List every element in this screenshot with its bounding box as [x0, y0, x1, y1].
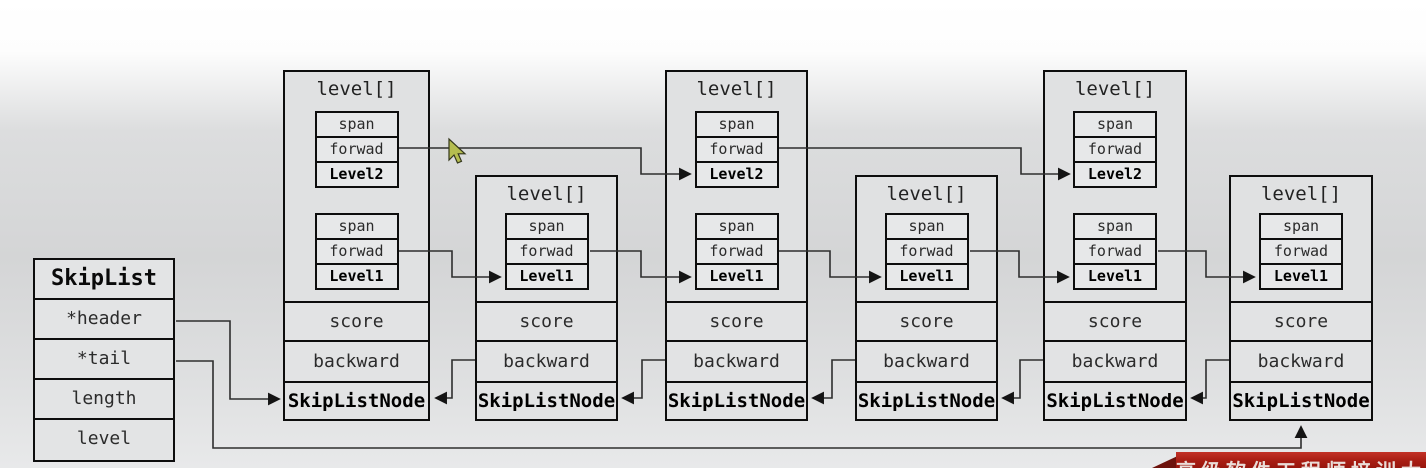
level1-label-cell: Level1 — [316, 263, 397, 288]
span-cell: span — [338, 115, 375, 133]
forward-cell: forwad — [316, 238, 397, 263]
skiplistnode-5: level[] span forwad Level2 span forwad L… — [1043, 70, 1187, 421]
backward-arrow-n4-n3 — [811, 359, 855, 405]
span-cell: span — [1096, 217, 1134, 235]
skiplistnode-1: level[] span forwad Level2 span forwad L… — [283, 70, 430, 421]
level1-label-cell: Level1 — [1261, 263, 1341, 288]
node-title: level[] — [316, 78, 397, 100]
level2-entry: span forwad Level2 — [694, 111, 779, 188]
backward-cell: backward — [477, 340, 616, 381]
node-type-label: SkipListNode — [857, 381, 996, 419]
forward-arrow-l2-n3-n5 — [779, 147, 1071, 181]
forward-cell: forwad — [696, 238, 777, 263]
score-cell: score — [667, 301, 806, 340]
span-cell: span — [908, 217, 945, 235]
backward-arrow-n5-n4 — [1001, 359, 1043, 405]
level1-entry: span forwad Level1 — [1259, 213, 1343, 290]
node-title: level[] — [506, 183, 587, 205]
forward-cell: forwad — [316, 136, 397, 161]
forward-cell: forwad — [1261, 238, 1341, 263]
forward-cell: forwad — [1075, 136, 1155, 161]
forward-cell: forwad — [506, 238, 587, 263]
forward-arrow-l2-n1-n3 — [399, 147, 692, 181]
backward-cell: backward — [857, 340, 996, 381]
span-cell: span — [338, 217, 375, 235]
level2-entry: span forwad Level2 — [1073, 111, 1157, 188]
node-title: level[] — [696, 78, 777, 100]
level2-label-cell: Level2 — [316, 161, 397, 186]
field-header-pointer: *header — [35, 300, 173, 340]
skiplist-title: SkipList — [35, 260, 173, 300]
forward-cell: forwad — [886, 238, 967, 263]
span-cell: span — [528, 217, 565, 235]
backward-cell: backward — [1231, 340, 1371, 381]
node-type-label: SkipListNode — [285, 381, 428, 419]
level1-entry: span forwad Level1 — [314, 213, 399, 290]
skiplistnode-3: level[] span forwad Level2 span forwad L… — [665, 70, 808, 421]
skiplist-struct-box: SkipList *header *tail length level — [33, 258, 175, 462]
skiplistnode-2: level[] span forwad Level1 score backwar… — [475, 175, 618, 421]
level2-entry: span forwad Level2 — [314, 111, 399, 188]
node-title: level[] — [886, 183, 967, 205]
score-cell: score — [477, 301, 616, 340]
score-cell: score — [1231, 301, 1371, 340]
node-type-label: SkipListNode — [667, 381, 806, 419]
span-cell: span — [718, 115, 755, 133]
field-length: length — [35, 380, 173, 420]
level1-label-cell: Level1 — [886, 263, 967, 288]
backward-cell: backward — [1045, 340, 1185, 381]
level1-label-cell: Level1 — [696, 263, 777, 288]
node-type-label: SkipListNode — [477, 381, 616, 419]
field-level: level — [76, 428, 132, 449]
banner-text: 高级软件工程师培训大厂 — [1176, 455, 1426, 468]
level1-label-cell: Level1 — [1075, 263, 1155, 288]
skiplistnode-4: level[] span forwad Level1 score backwar… — [855, 175, 998, 421]
level1-entry: span forwad Level1 — [1073, 213, 1157, 290]
span-cell: span — [1282, 217, 1320, 235]
span-cell: span — [718, 217, 755, 235]
header-pointer-arrow — [176, 320, 281, 406]
backward-cell: backward — [667, 340, 806, 381]
score-cell: score — [857, 301, 996, 340]
score-cell: score — [285, 301, 428, 340]
field-tail-pointer: *tail — [35, 340, 173, 380]
backward-arrow-n6-n5 — [1190, 359, 1229, 405]
mouse-cursor-icon — [448, 137, 467, 164]
score-cell: score — [1045, 301, 1185, 340]
level1-entry: span forwad Level1 — [884, 213, 969, 290]
backward-cell: backward — [285, 340, 428, 381]
node-title: level[] — [1260, 183, 1342, 205]
level2-label-cell: Level2 — [696, 161, 777, 186]
level1-entry: span forwad Level1 — [694, 213, 779, 290]
backward-arrow-n2-n1 — [434, 359, 475, 405]
forward-cell: forwad — [1075, 238, 1155, 263]
promo-banner: 高级软件工程师培训大厂 — [1176, 452, 1426, 468]
node-type-label: SkipListNode — [1045, 381, 1185, 419]
forward-cell: forwad — [696, 136, 777, 161]
backward-arrow-n3-n2 — [621, 359, 665, 405]
level1-entry: span forwad Level1 — [504, 213, 589, 290]
node-type-label: SkipListNode — [1231, 381, 1371, 419]
node-title: level[] — [1074, 78, 1156, 100]
skiplistnode-6: level[] span forwad Level1 score backwar… — [1229, 175, 1373, 421]
span-cell: span — [1096, 115, 1134, 133]
level1-label-cell: Level1 — [506, 263, 587, 288]
level2-label-cell: Level2 — [1075, 161, 1155, 186]
